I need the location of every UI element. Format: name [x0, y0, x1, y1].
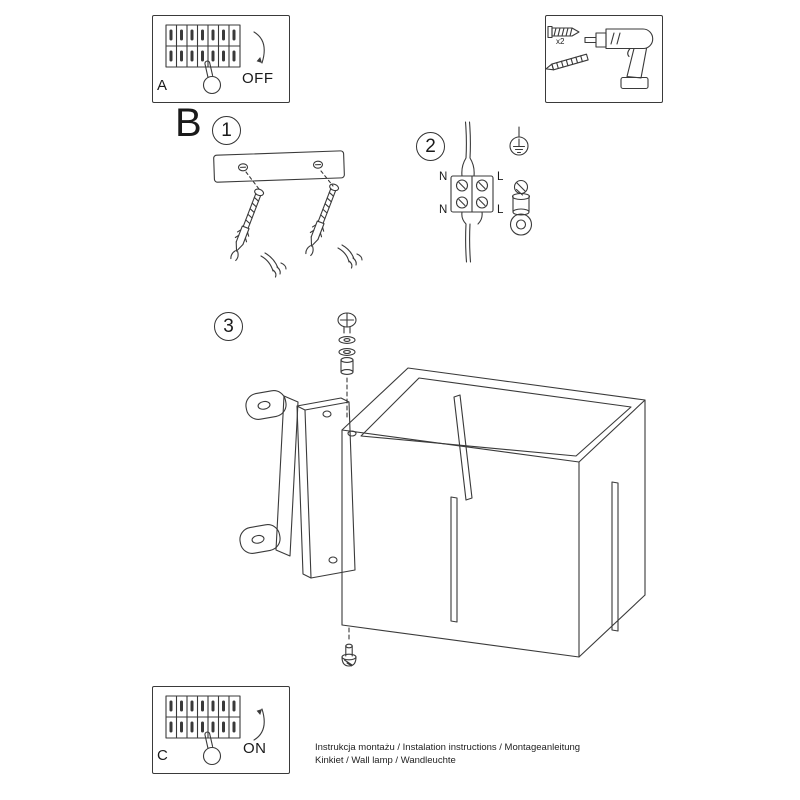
fixing-screw-bottom-icon — [341, 643, 357, 667]
cube-lamp-icon — [341, 367, 646, 658]
flip-down-arrow-icon — [253, 31, 265, 64]
wall-screw-left — [227, 186, 267, 263]
terminal-block-icon — [450, 175, 494, 213]
breaker-panel-icon — [164, 23, 242, 95]
step-1-number: 1 — [212, 116, 241, 145]
washer-and-sleeve-icon — [338, 336, 356, 375]
power-on-box — [152, 686, 290, 774]
wall-bracket-icon — [239, 390, 299, 557]
panel-a-action-label: OFF — [242, 70, 274, 87]
supply-wires-right — [337, 244, 363, 269]
footer-line-1: Instrukcja montażu / Instalation instruc… — [315, 742, 581, 753]
power-off-box — [152, 15, 290, 103]
section-b-label: B — [175, 101, 202, 145]
fixing-screw-top-icon — [337, 312, 357, 334]
drill-icon — [584, 28, 654, 90]
panel-a-label: A — [157, 77, 168, 94]
footer-line-2: Kinkiet / Wall lamp / Wandleuchte — [315, 755, 456, 766]
terminal-label-n-top: N — [439, 171, 448, 183]
panel-c-label: C — [157, 747, 168, 764]
earth-lug-icon — [509, 179, 533, 236]
mains-cable-top — [461, 121, 475, 177]
terminal-label-n-bottom: N — [439, 204, 448, 216]
breaker-panel-icon-c — [164, 694, 242, 766]
terminal-label-l-bottom: L — [497, 204, 504, 216]
flip-up-arrow-icon — [253, 708, 265, 741]
alignment-guides — [245, 170, 334, 190]
wall-screw-right — [302, 181, 342, 258]
terminal-label-l-top: L — [497, 171, 504, 183]
step-2-number-text: 2 — [425, 135, 436, 157]
step-1-number-text: 1 — [221, 119, 232, 141]
step-3-number-text: 3 — [223, 315, 234, 337]
screw-icon — [545, 53, 589, 71]
earth-symbol-icon — [509, 126, 529, 156]
step-3-number: 3 — [214, 312, 243, 341]
mains-cable-bottom — [461, 211, 483, 263]
back-plate-icon — [296, 397, 356, 579]
mounting-plate-icon — [213, 150, 345, 183]
panel-c-action-label: ON — [243, 740, 267, 757]
anchor-count-label: x2 — [556, 37, 565, 46]
wall-anchor-icon — [547, 25, 580, 39]
step-2-number: 2 — [416, 132, 445, 161]
supply-wires-left — [260, 252, 287, 278]
